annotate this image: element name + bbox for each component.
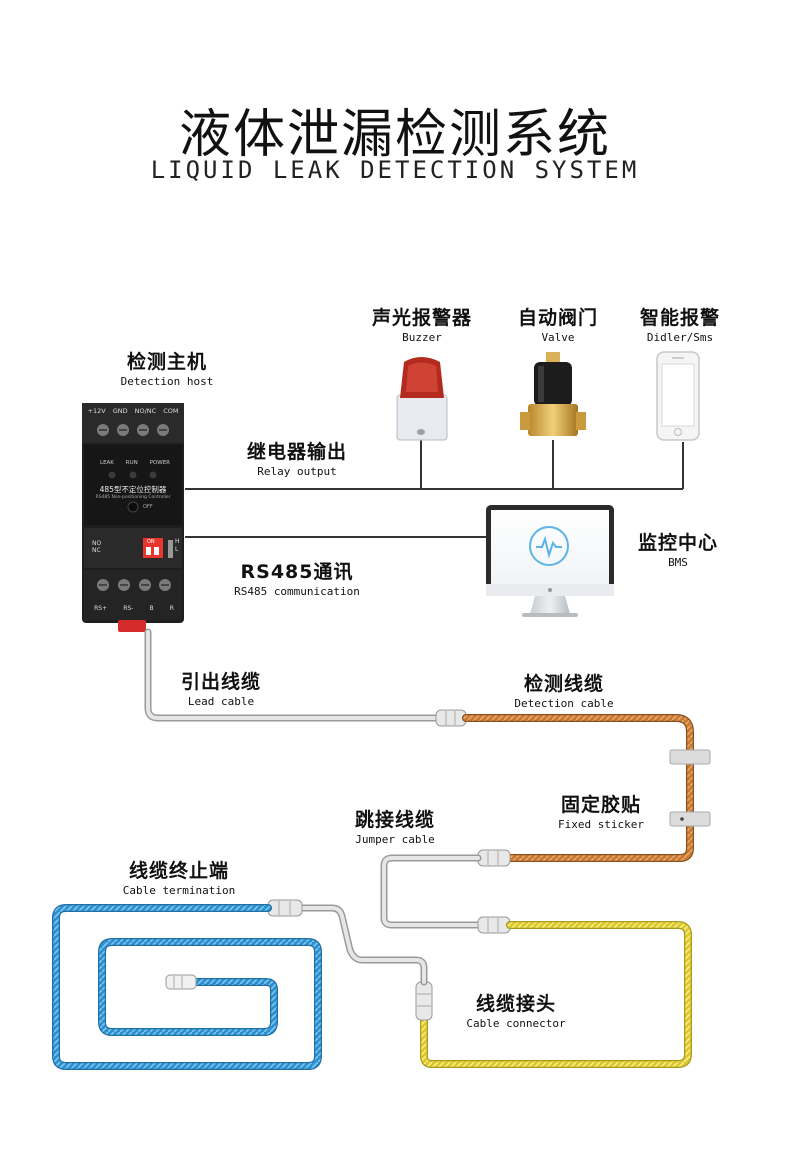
bottom-terminal-screws bbox=[97, 579, 171, 591]
label-cn: 智能报警 bbox=[639, 307, 720, 329]
red-plug-icon bbox=[118, 620, 146, 632]
label-cn: 继电器输出 bbox=[246, 441, 347, 463]
cable-end-cap-icon bbox=[165, 974, 197, 990]
label-detection-cable: 检测线缆 Detection cable bbox=[494, 669, 634, 710]
label-cn: RS485通讯 bbox=[240, 561, 354, 583]
terminal-label: +12V bbox=[87, 407, 106, 415]
page-title: 液体泄漏检测系统 bbox=[178, 105, 611, 165]
label-cable-connector: 线缆接头 Cable connector bbox=[446, 989, 586, 1030]
led-leak bbox=[108, 471, 116, 479]
connector-1-icon bbox=[435, 709, 467, 727]
terminal-label: R bbox=[169, 605, 174, 612]
label-cn: 声光报警器 bbox=[371, 307, 472, 329]
led-label: POWER bbox=[149, 460, 170, 466]
detection-host-device bbox=[82, 403, 184, 632]
terminal-label: GND bbox=[112, 407, 128, 415]
off-label: OFF bbox=[143, 504, 153, 510]
jumper-cable bbox=[380, 854, 484, 929]
led-label: RUN bbox=[125, 460, 138, 466]
buzzer-icon bbox=[396, 357, 448, 441]
terminal-label: NO/NC bbox=[134, 407, 157, 415]
label-cn: 检测主机 bbox=[126, 351, 207, 373]
terminal-label: B bbox=[149, 605, 154, 612]
label-en: Relay output bbox=[257, 465, 337, 478]
page-subtitle: LIQUID LEAK DETECTION SYSTEM bbox=[150, 156, 640, 184]
terminal-label: RS- bbox=[123, 605, 134, 612]
label-detection-host: 检测主机 Detection host bbox=[92, 347, 242, 388]
valve-icon bbox=[520, 352, 586, 436]
connector-2-icon bbox=[477, 849, 511, 867]
relay-wires bbox=[185, 440, 684, 490]
label-buzzer: 声光报警器 Buzzer bbox=[352, 303, 492, 344]
hl-switch-icon bbox=[168, 540, 173, 558]
terminal-label: RS+ bbox=[94, 605, 108, 612]
label-cn: 引出线缆 bbox=[180, 671, 261, 693]
hl-label: H L bbox=[175, 538, 180, 553]
bottom-terminal-labels: RS+ RS- B R bbox=[86, 605, 182, 612]
label-cn: 线缆接头 bbox=[475, 993, 556, 1015]
label-en: Buzzer bbox=[402, 331, 442, 344]
connector-3-icon bbox=[477, 916, 511, 934]
label-en: Lead cable bbox=[187, 695, 255, 708]
top-terminal-screws bbox=[97, 424, 169, 436]
led-run bbox=[129, 471, 137, 479]
label-cn: 固定胶贴 bbox=[560, 794, 641, 816]
terminal-label: COM bbox=[163, 407, 179, 415]
monitor-icon bbox=[486, 505, 614, 617]
label-lead-cable: 引出线缆 Lead cable bbox=[156, 667, 286, 708]
label-en: Valve bbox=[541, 331, 575, 344]
label-cable-termination: 线缆终止端 Cable termination bbox=[104, 856, 254, 897]
led-power bbox=[149, 471, 157, 479]
label-en: Cable connector bbox=[466, 1017, 566, 1030]
top-terminal-labels: +12V GND NO/NC COM bbox=[84, 407, 182, 415]
device-model-en: RS485 Non-positioning Controller bbox=[95, 495, 171, 500]
connector-4-icon bbox=[267, 899, 303, 917]
phone-icon bbox=[656, 351, 700, 441]
reset-button-icon bbox=[127, 501, 139, 513]
dip-on-label: ON bbox=[147, 539, 155, 545]
label-cn: 跳接线缆 bbox=[354, 809, 435, 831]
label-smart-alarm: 智能报警 Didler/Sms bbox=[615, 303, 745, 344]
label-rs485: RS485通讯 RS485 communication bbox=[212, 557, 382, 598]
label-en: BMS bbox=[668, 556, 688, 569]
label-cn: 检测线缆 bbox=[523, 673, 604, 695]
label-en: RS485 communication bbox=[234, 585, 360, 598]
label-valve: 自动阀门 Valve bbox=[493, 303, 623, 344]
nonc-label: NO NC bbox=[92, 540, 102, 554]
label-jumper-cable: 跳接线缆 Jumper cable bbox=[330, 805, 460, 846]
label-en: Cable termination bbox=[122, 884, 236, 897]
led-labels: LEAK RUN POWER bbox=[100, 460, 170, 466]
label-cn: 监控中心 bbox=[637, 532, 718, 554]
label-en: Jumper cable bbox=[355, 833, 435, 846]
label-en: Detection host bbox=[120, 375, 214, 388]
label-relay-output: 继电器输出 Relay output bbox=[222, 437, 372, 478]
detection-cable bbox=[462, 714, 694, 862]
led-label: LEAK bbox=[100, 460, 114, 466]
cable-connector-icon bbox=[415, 981, 433, 1021]
label-bms: 监控中心 BMS bbox=[618, 528, 738, 569]
label-cn: 自动阀门 bbox=[517, 307, 598, 329]
label-fixed-sticker: 固定胶贴 Fixed sticker bbox=[536, 790, 666, 831]
sticker-1-icon bbox=[669, 749, 711, 765]
device-model-cn: 485型不定位控制器 bbox=[99, 485, 167, 494]
label-en: Fixed sticker bbox=[557, 818, 645, 831]
label-en: Detection cable bbox=[514, 697, 614, 710]
label-en: Didler/Sms bbox=[646, 331, 714, 344]
sticker-2-icon bbox=[669, 811, 711, 827]
label-cn: 线缆终止端 bbox=[128, 860, 229, 882]
